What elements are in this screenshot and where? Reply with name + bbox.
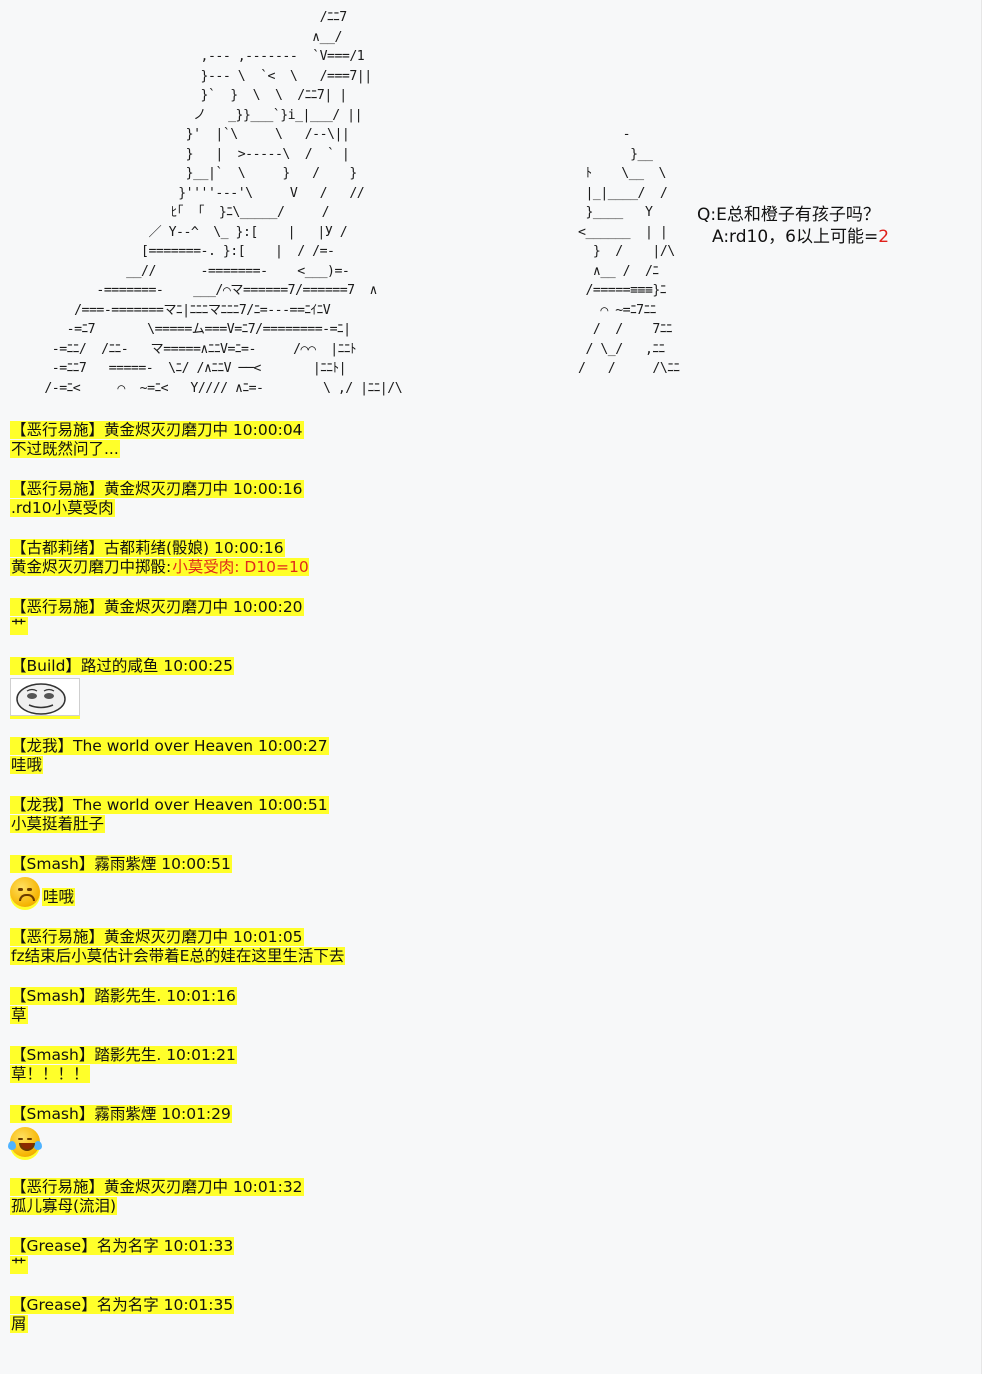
message-body: 孤儿寡母(流泪) (10, 1197, 118, 1215)
message-body: .rd10小莫受肉 (10, 499, 115, 517)
message-header: 【恶行易施】黄金烬灭刃磨刀中 10:00:04 (10, 421, 304, 439)
message-header: 【恶行易施】黄金烬灭刃磨刀中 10:01:05 (10, 928, 304, 946)
message-body: 草 (10, 1006, 28, 1024)
message-header: 【恶行易施】黄金烬灭刃磨刀中 10:00:16 (10, 480, 304, 498)
chat-message: 【龙我】The world over Heaven 10:00:27 哇哦 (10, 737, 970, 775)
chat-message: 【Smash】霧雨紫煙 10:01:29 (8, 1105, 970, 1157)
ascii-art-small-figure: - }__ ﾄ \__ \ |_|____/ / }____ Y <______… (578, 127, 680, 376)
crying-laughing-emoji (8, 1127, 42, 1157)
message-header: 【Smash】霧雨紫煙 10:01:29 (10, 1105, 232, 1123)
message-body: 艹 (10, 617, 28, 635)
message-header: 【Grease】名为名字 10:01:33 (10, 1237, 235, 1255)
chat-message: 【Smash】踏影先生. 10:01:21 草！！！！ (10, 1046, 970, 1084)
message-header: 【Build】路过的咸鱼 10:00:25 (10, 657, 234, 675)
message-body: 艹 (10, 1256, 28, 1274)
message-header: 【恶行易施】黄金烬灭刃磨刀中 10:01:32 (10, 1178, 304, 1196)
ascii-art-figures: /ﾆﾆ7 ∧__/ ,--- ,------- `V===/1 }--- \ `… (44, 10, 403, 396)
message-header: 【Smash】踏影先生. 10:01:21 (10, 1046, 237, 1064)
chat-message: 【Smash】踏影先生. 10:01:16 草 (10, 987, 970, 1025)
chat-message: 【恶行易施】黄金烬灭刃磨刀中 10:00:20 艹 (10, 598, 970, 636)
chat-message: 【Smash】霧雨紫煙 10:00:51 哇哦 (10, 855, 970, 907)
dice-roll-result: 小莫受肉: D10=10 (172, 558, 309, 576)
message-body: 小莫挺着肚子 (10, 815, 106, 833)
chat-message: 【龙我】The world over Heaven 10:00:51 小莫挺着肚… (10, 796, 970, 834)
art-answer-roll: 2 (878, 227, 890, 247)
message-body: fz结束后小莫估计会带着E总的娃在这里生活下去 (10, 947, 346, 965)
chat-message: 【Grease】名为名字 10:01:33 艹 (10, 1237, 970, 1275)
chat-message: 【Grease】名为名字 10:01:35 屑 (10, 1296, 970, 1334)
chat-message: 【恶行易施】黄金烬灭刃磨刀中 10:00:16 .rd10小莫受肉 (10, 480, 970, 518)
message-header: 【Grease】名为名字 10:01:35 (10, 1296, 235, 1314)
message-body: 屑 (10, 1315, 28, 1333)
message-header: 【古都莉绪】古都莉绪(骰娘) 10:00:16 (10, 539, 285, 557)
chat-message: 【恶行易施】黄金烬灭刃磨刀中 10:01:32 孤儿寡母(流泪) (10, 1178, 970, 1216)
message-body: 不过既然问了... (10, 440, 120, 458)
chat-message: 【古都莉绪】古都莉绪(骰娘) 10:00:16 黄金烬灭刃磨刀中掷骰:小莫受肉:… (10, 539, 970, 577)
chat-message: 【Build】路过的咸鱼 10:00:25 (10, 657, 970, 716)
ascii-art-panel: /ﾆﾆ7 ∧__/ ,--- ,------- `V===/1 }--- \ `… (0, 0, 982, 410)
art-answer-text: A:rd10，6以上可能= (712, 227, 879, 247)
message-body: 草！！！！ (10, 1065, 90, 1083)
message-header: 【恶行易施】黄金烬灭刃磨刀中 10:00:20 (10, 598, 304, 616)
message-body: 黄金烬灭刃磨刀中掷骰: (10, 558, 173, 576)
message-header: 【Smash】踏影先生. 10:01:16 (10, 987, 237, 1005)
art-answer-caption: A:rd10，6以上可能=2 (712, 226, 889, 248)
message-header: 【龙我】The world over Heaven 10:00:51 (10, 796, 329, 814)
chat-message: 【恶行易施】黄金烬灭刃磨刀中 10:00:04 不过既然问了... (10, 421, 970, 459)
message-body: 哇哦 (10, 756, 44, 774)
chat-log: 【恶行易施】黄金烬灭刃磨刀中 10:00:04 不过既然问了... 【恶行易施】… (8, 421, 970, 1355)
message-header: 【Smash】霧雨紫煙 10:00:51 (10, 855, 232, 873)
meme-face-sticker (10, 678, 80, 716)
message-header: 【龙我】The world over Heaven 10:00:27 (10, 737, 329, 755)
worried-face-emoji (10, 877, 40, 907)
chat-message: 【恶行易施】黄金烬灭刃磨刀中 10:01:05 fz结束后小莫估计会带着E总的娃… (10, 928, 970, 966)
message-body: 哇哦 (42, 888, 76, 906)
art-question-caption: Q:E总和橙子有孩子吗？ (697, 205, 880, 225)
